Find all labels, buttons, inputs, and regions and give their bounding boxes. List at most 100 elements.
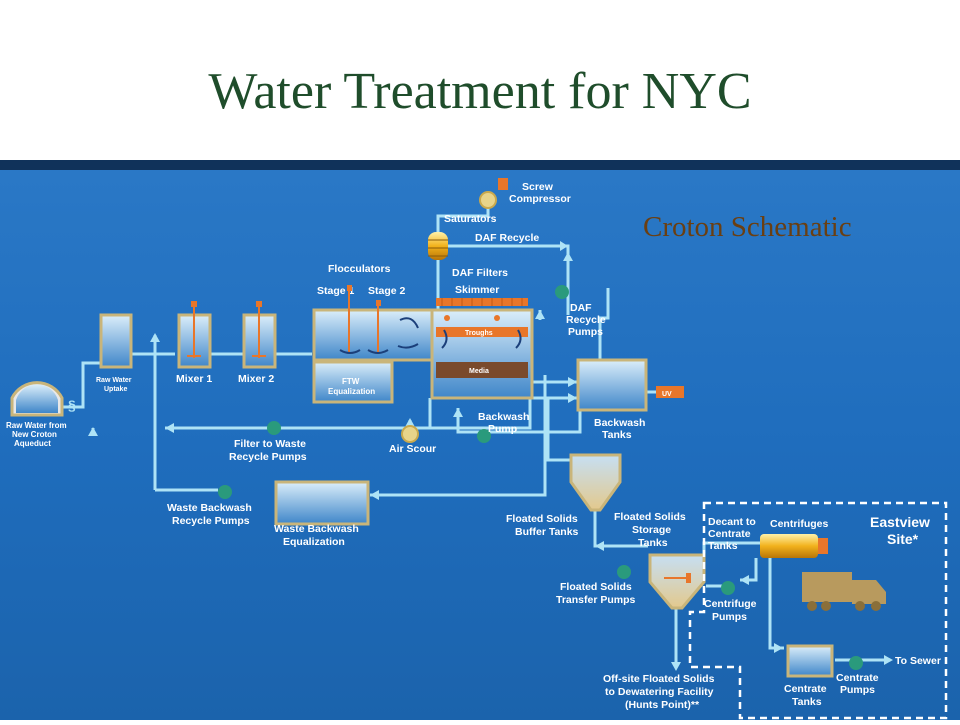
floated-solids-buffer-tanks: Floated Solids Buffer Tanks: [506, 453, 622, 538]
valve-symbol: §: [68, 397, 76, 413]
label-centrate-tanks-1: Centrate: [784, 683, 827, 695]
label-mixer-1: Mixer 1: [176, 373, 212, 385]
pump-icon: [555, 285, 569, 299]
label-screw-2: Compressor: [509, 193, 571, 205]
saturators: Saturators DAF Recycle: [428, 213, 539, 260]
decant-to-centrate: Decant to Centrate Tanks: [708, 516, 756, 552]
label-flocculators: Flocculators: [328, 263, 391, 275]
label-fs-transfer-2: Transfer Pumps: [556, 594, 636, 606]
page-title: Water Treatment for NYC: [208, 63, 752, 120]
eastview-site: Eastview Site*: [688, 501, 948, 720]
flocculators: Flocculators Stage 1 Stage 2: [312, 263, 434, 362]
label-ftw-2: Equalization: [328, 387, 375, 396]
pump-icon: [218, 485, 232, 499]
label-daf-recycle: DAF Recycle: [475, 232, 539, 244]
label-fs-storage-3: Tanks: [638, 537, 668, 549]
label-eastview-2: Site*: [887, 531, 919, 547]
mixer-1: Mixer 1: [176, 301, 212, 385]
offsite-dewatering: Off-site Floated Solids to Dewatering Fa…: [603, 673, 715, 711]
label-filter-waste-1: Filter to Waste: [234, 438, 306, 450]
label-raw-water-3: Aqueduct: [14, 439, 51, 448]
label-uptake-2: Uptake: [104, 386, 127, 393]
label-media: Media: [469, 368, 489, 375]
label-daf-filters: DAF Filters: [452, 267, 508, 279]
label-centrate-tanks-2: Tanks: [792, 696, 822, 708]
label-uv: UV: [662, 391, 672, 398]
pump-icon: [617, 565, 631, 579]
label-eastview-1: Eastview: [870, 514, 930, 530]
croton-schematic: Raw Water from New Croton Aqueduct § Raw…: [0, 170, 960, 720]
label-raw-water-2: New Croton: [12, 430, 57, 439]
floated-solids-transfer-pumps: Floated Solids Transfer Pumps: [556, 565, 636, 606]
daf-recycle-pumps: DAF Recycle Pumps: [555, 285, 606, 338]
centrate-pumps: Centrate Pumps: [836, 656, 879, 696]
label-wb-eq-2: Equalization: [283, 536, 345, 548]
filter-to-waste-pumps: Filter to Waste Recycle Pumps: [229, 421, 307, 463]
label-centrifuge-pumps-1: Centrifuge: [704, 598, 757, 610]
label-wb-eq-1: Waste Backwash: [274, 523, 359, 535]
label-centrifuges: Centrifuges: [770, 518, 829, 530]
pump-icon: [721, 581, 735, 595]
label-backwash-pump-2: Pump: [488, 423, 517, 435]
label-backwash-tanks-2: Tanks: [602, 429, 632, 441]
label-troughs: Troughs: [465, 330, 493, 337]
label-uptake-1: Raw Water: [96, 377, 132, 384]
label-centrifuge-pumps-2: Pumps: [712, 611, 747, 623]
label-wb-pumps-2: Recycle Pumps: [172, 515, 250, 527]
label-centrate-pumps-2: Pumps: [840, 684, 875, 696]
label-centrate-pumps-1: Centrate: [836, 672, 879, 684]
title-divider-bar: [0, 160, 960, 170]
label-stage-1: Stage 1: [317, 285, 355, 297]
label-stage-2: Stage 2: [368, 285, 406, 297]
pump-icon: [267, 421, 281, 435]
label-filter-waste-2: Recycle Pumps: [229, 451, 307, 463]
label-saturators: Saturators: [444, 213, 497, 225]
raw-water-aqueduct: Raw Water from New Croton Aqueduct §: [6, 381, 76, 448]
screw-compressor: Screw Compressor: [479, 178, 571, 209]
label-to-sewer: To Sewer: [895, 655, 941, 667]
label-backwash-pump-1: Backwash: [478, 411, 529, 423]
label-fs-transfer-1: Floated Solids: [560, 581, 632, 593]
label-backwash-tanks-1: Backwash: [594, 417, 645, 429]
schematic-diagram: Raw Water from New Croton Aqueduct § Raw…: [6, 178, 948, 720]
label-fs-storage-2: Storage: [632, 524, 671, 536]
sludge-truck: [802, 572, 886, 611]
label-daf-pumps-1: DAF: [570, 302, 592, 314]
label-decant-1: Decant to: [708, 516, 756, 528]
label-daf-pumps-2: Recycle: [566, 314, 606, 326]
label-offsite-2: to Dewatering Facility: [605, 686, 714, 698]
label-mixer-2: Mixer 2: [238, 373, 274, 385]
label-fs-storage-1: Floated Solids: [614, 511, 686, 523]
waste-backwash-equalization: Waste Backwash Equalization: [274, 480, 370, 548]
waste-backwash-recycle-pumps: Waste Backwash Recycle Pumps: [167, 485, 252, 527]
label-air-scour: Air Scour: [389, 443, 436, 455]
raw-water-uptake-tank: Raw Water Uptake: [96, 313, 133, 393]
label-ftw-1: FTW: [342, 377, 360, 386]
label-screw-1: Screw: [522, 181, 554, 193]
flow-arrows: [88, 241, 893, 671]
label-fs-buffer-2: Buffer Tanks: [515, 526, 579, 538]
label-raw-water-1: Raw Water from: [6, 421, 67, 430]
centrifuges: Centrifuges: [760, 518, 829, 558]
label-skimmer: Skimmer: [455, 284, 499, 296]
label-offsite-3: (Hunts Point)**: [625, 699, 700, 711]
mixer-2: Mixer 2: [238, 301, 277, 385]
label-offsite-1: Off-site Floated Solids: [603, 673, 715, 685]
to-sewer: To Sewer: [895, 655, 941, 667]
centrate-tanks: Centrate Tanks: [784, 644, 834, 708]
air-scour: Air Scour: [389, 425, 436, 455]
schematic-subtitle: Croton Schematic: [643, 211, 852, 243]
label-fs-buffer-1: Floated Solids: [506, 513, 578, 525]
backwash-pump: Backwash Pump: [477, 411, 529, 443]
pump-icon: [849, 656, 863, 670]
ftw-equalization: FTW Equalization: [312, 360, 394, 404]
daf-filters: DAF Filters Skimmer Troughs Media: [430, 267, 534, 400]
backwash-tanks: UV Backwash Tanks: [576, 358, 684, 441]
label-decant-2: Centrate: [708, 528, 751, 540]
label-decant-3: Tanks: [708, 540, 738, 552]
label-wb-pumps-1: Waste Backwash: [167, 502, 252, 514]
centrifuge-pumps: Centrifuge Pumps: [704, 581, 757, 623]
label-daf-pumps-3: Pumps: [568, 326, 603, 338]
pump-icon: [477, 429, 491, 443]
floated-solids-storage-tanks: Floated Solids Storage Tanks: [614, 511, 706, 610]
